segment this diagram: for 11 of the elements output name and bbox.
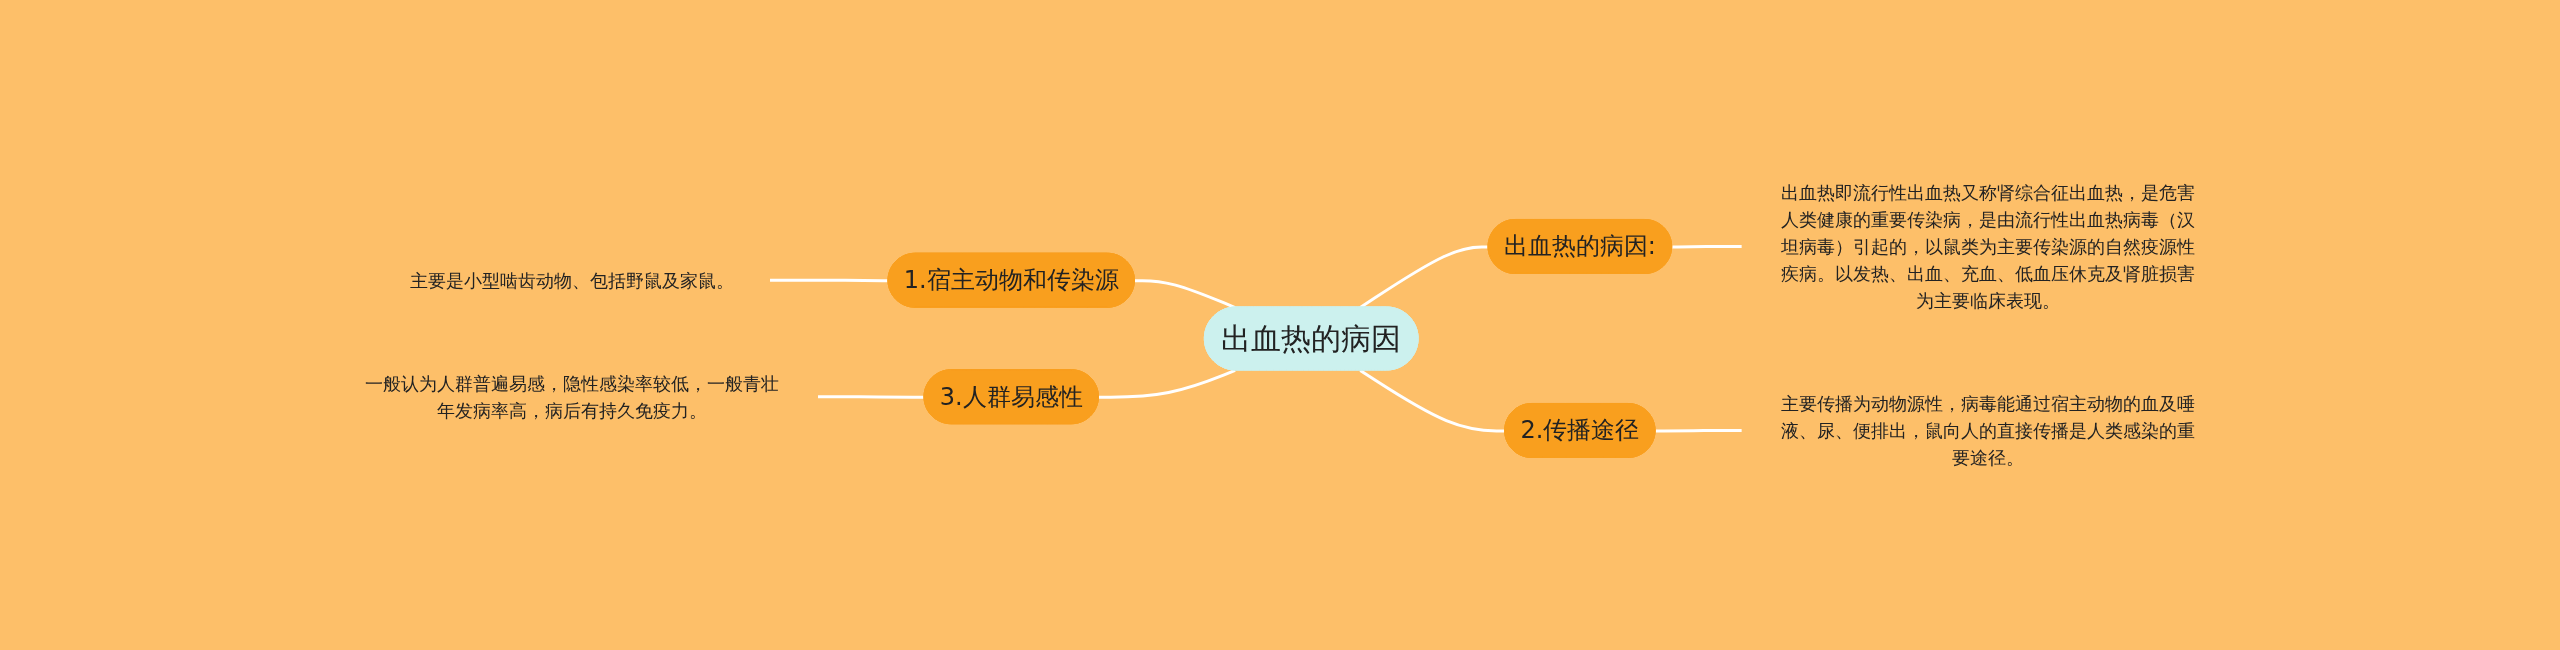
node-text: 主要是小型啮齿动物、包括野鼠及家鼠。 (410, 269, 735, 291)
connector (1359, 369, 1506, 433)
node-text: 主要传播为动物源性，病毒能通过宿主动物的血及唾液、尿、便排出，鼠向人的直接传播是人类感染的重要途径。 (1780, 392, 2195, 468)
connector (770, 278, 889, 283)
connector (818, 395, 925, 399)
node-text: 一般认为人群普遍易感，隐性感染率较低，一般青壮年发病率高，病后有持久免疫力。 (365, 372, 780, 421)
node-text: 出血热即流行性出血热又称肾综合征出血热，是危害人类健康的重要传染病，是由流行性出血热病毒（汉坦病毒）引起的，以鼠类为主要传染源的自然疫源性疾病。以发热、出血、充血、低血压休克及肾脏损害为主要临床表现。 (1780, 182, 2195, 311)
connector (1655, 429, 1742, 433)
connector (1672, 245, 1742, 249)
connector (1099, 369, 1236, 399)
connector (1135, 279, 1236, 309)
